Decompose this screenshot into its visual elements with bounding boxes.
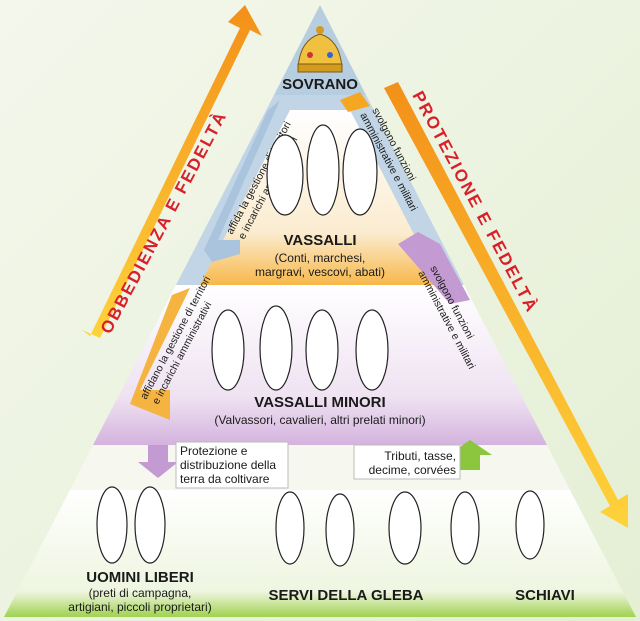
- vassalli-to-minori-arrow: [130, 288, 190, 420]
- obbedienza-arrow: [82, 5, 262, 338]
- tributi-line-2: decime, corvées: [369, 463, 456, 477]
- sovrano-to-vassalli-arrow: [204, 100, 280, 262]
- vassalli-minori-label: VASSALLI MINORI: [254, 394, 385, 411]
- uomini-liberi-figures-icon: [96, 486, 166, 564]
- sovrano-label: SOVRANO: [282, 76, 358, 93]
- schiavi-label: SCHIAVI: [515, 587, 575, 604]
- minori-to-vassalli-arrow: [398, 232, 470, 304]
- uomini-liberi-label: UOMINI LIBERI: [86, 569, 194, 586]
- uomini-liberi-subtitle-1: (preti di campagna,: [89, 586, 192, 600]
- tributi-line-1: Tributi, tasse,: [384, 449, 456, 463]
- vassalli-subtitle-2: margravi, vescovi, abati): [255, 265, 385, 279]
- vassalli-figures-icon: [266, 124, 378, 216]
- protezione-down-arrow: [138, 445, 178, 478]
- servi-figures-icon: [275, 491, 480, 567]
- protezione-line-1: Protezione e: [180, 444, 248, 458]
- vassalli-minori-subtitle: (Valvassori, cavalieri, altri prelati mi…: [214, 413, 425, 427]
- schiavi-figure-icon: [515, 490, 545, 560]
- vassalli-subtitle-1: (Conti, marchesi,: [275, 251, 366, 265]
- uomini-liberi-subtitle-2: artigiani, piccoli proprietari): [68, 600, 211, 614]
- protezione-line-2: distribuzione della: [180, 458, 276, 472]
- protezione-arrow: [384, 82, 628, 528]
- servi-label: SERVI DELLA GLEBA: [268, 587, 423, 604]
- tributi-box: [353, 444, 461, 480]
- protezione-box: [175, 441, 289, 489]
- protezione-line-3: terra da coltivare: [180, 472, 270, 486]
- figures: [96, 124, 545, 567]
- crown-icon: [297, 26, 343, 73]
- vassalli-minori-figures-icon: [211, 305, 389, 391]
- vassalli-to-sovrano-arrow: [340, 92, 370, 112]
- vassalli-label: VASSALLI: [283, 232, 356, 249]
